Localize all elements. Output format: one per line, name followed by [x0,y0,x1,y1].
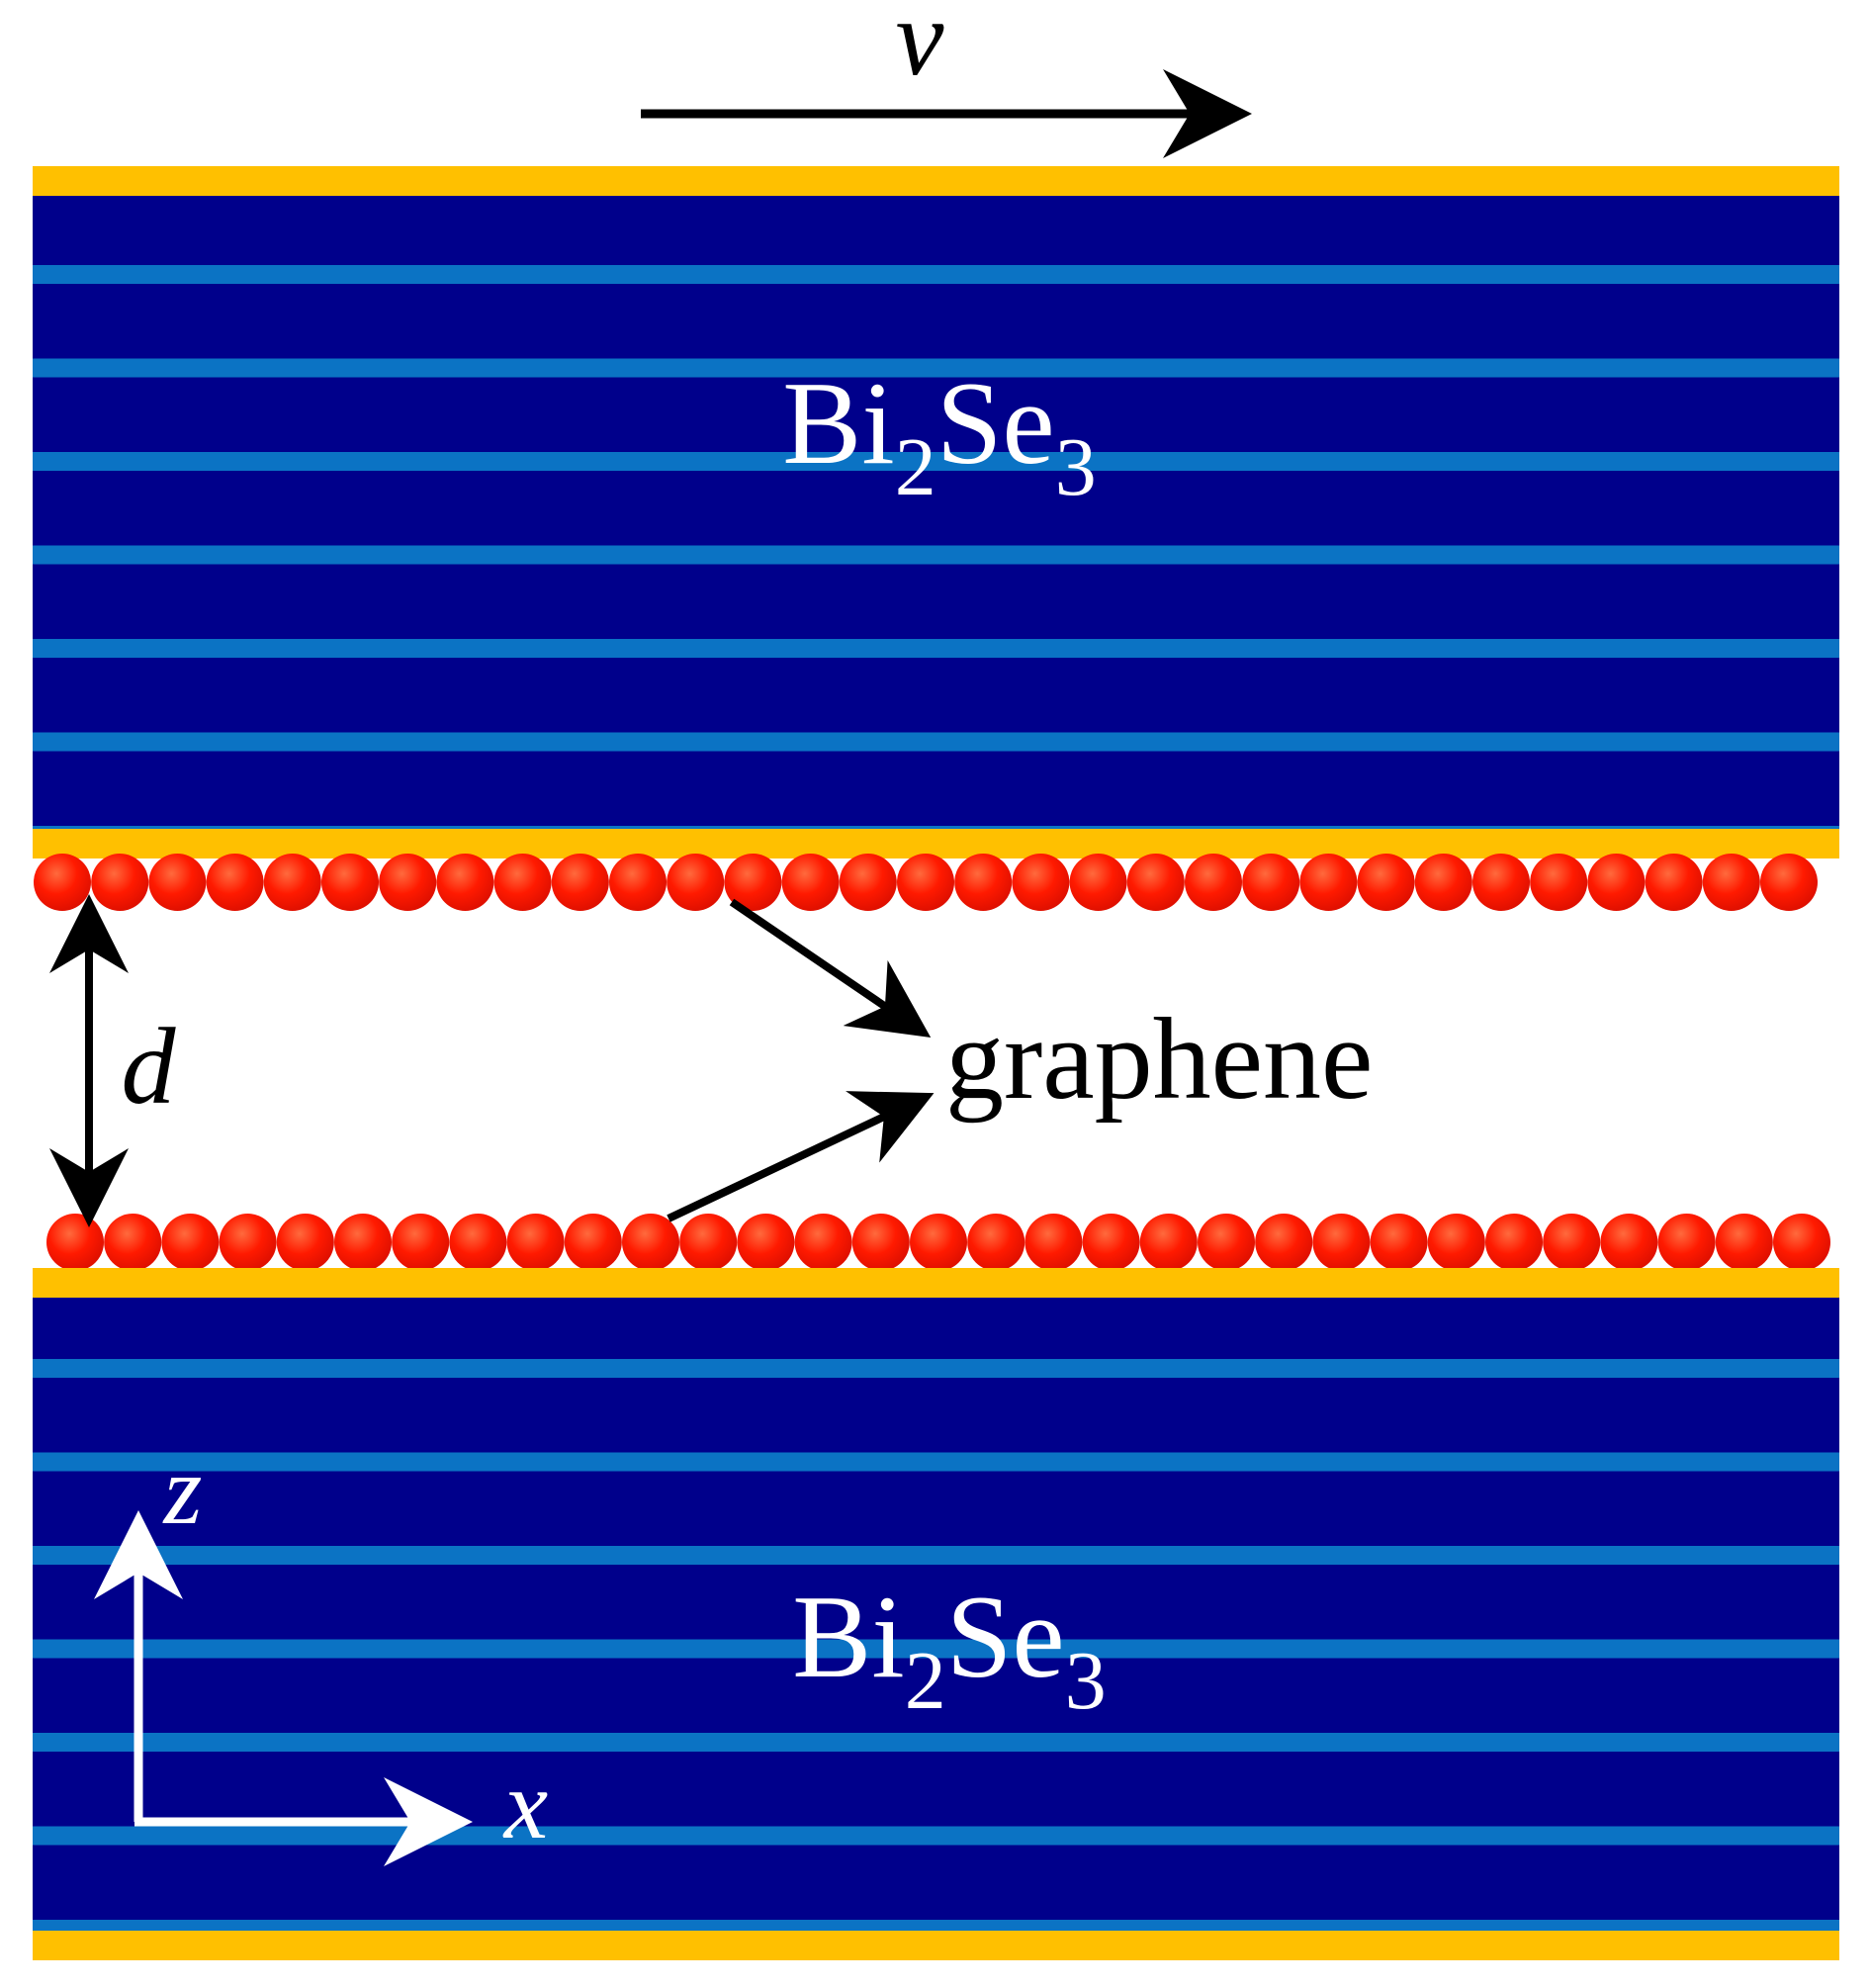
top-slab-body [33,196,1839,829]
graphene-atom [781,854,840,911]
velocity-label: v [896,0,944,98]
graphene-atom [679,1214,738,1271]
bottom-surface-layer [33,1931,1839,1960]
graphene-atom [1543,1214,1601,1271]
graphene-atom [276,1214,334,1271]
top-inner-surface-layer [33,829,1839,858]
graphene-atom [609,854,667,911]
graphene-atom [1139,1214,1198,1271]
slab-stripe [33,732,1839,752]
slab-stripe [33,1639,1839,1659]
graphene-atom [1198,1214,1255,1271]
graphene-atom [724,854,782,911]
graphene-atom [219,1214,277,1271]
slab-stripe [33,545,1839,565]
graphene-atom [794,1214,852,1271]
graphene-atom [1773,1214,1830,1271]
graphene-atom [436,854,494,911]
graphene-atom [1600,1214,1658,1271]
graphene-atom [392,1214,450,1271]
graphene-atom [954,854,1013,911]
separation-label: d [122,1006,177,1127]
graphene-atom [667,854,725,911]
graphene-atom [506,1214,565,1271]
graphene-atom [161,1214,220,1271]
graphene-atom [493,854,552,911]
slab-stripe [33,265,1839,284]
bottom-slab [33,1268,1839,1960]
graphene-sheet-top [34,854,1818,911]
graphene-label: graphene [945,994,1373,1124]
axis-x-label: x [502,1750,548,1859]
graphene-atom [334,1214,392,1271]
graphene-atom [206,854,264,911]
graphene-atom [91,854,149,911]
graphene-atom [1645,854,1703,911]
graphene-pointer-arrows [667,898,935,1222]
graphene-atom [1069,854,1127,911]
graphene-atom [1657,1214,1716,1271]
slab-stripe [33,1546,1839,1565]
graphene-atom [737,1214,795,1271]
graphene-atom [1702,854,1760,911]
slab-stripe [33,1359,1839,1378]
graphene-atom [1760,854,1818,911]
graphene-atom [1255,1214,1313,1271]
graphene-atom [46,1214,104,1271]
top-slab [33,166,1839,858]
graphene-atom [34,854,91,911]
graphene-atom [1012,854,1070,911]
axis-arrows [94,1510,473,1866]
slab-stripe [33,452,1839,471]
graphene-atom [910,1214,967,1271]
graphene-atom [104,1214,162,1271]
bottom-slab-stripes [33,1359,1839,1939]
graphene-atom [379,854,437,911]
axis-z-label: z [162,1435,203,1545]
slab-stripe [33,639,1839,658]
graphene-atom [897,854,954,911]
graphene-atom [967,1214,1025,1271]
graphene-atom [1299,854,1358,911]
graphene-atom [1587,854,1646,911]
bottom-inner-surface-layer [33,1268,1839,1298]
graphene-atom [321,854,379,911]
graphene-atom [148,854,207,911]
graphene-atom [551,854,609,911]
graphene-sheet-bottom [46,1214,1830,1271]
graphene-atom [1357,854,1415,911]
graphene-atom [622,1214,679,1271]
slab-stripe [33,358,1839,378]
graphene-atom [851,1214,910,1271]
graphene-atom [263,854,321,911]
slab-stripe [33,1452,1839,1472]
graphene-atom [1472,854,1530,911]
graphene-atom [1485,1214,1543,1271]
graphene-atom [1126,854,1185,911]
slab-stripe [33,1733,1839,1752]
graphene-atom [1082,1214,1140,1271]
graphene-atom [1312,1214,1371,1271]
graphene-atom [1185,854,1242,911]
graphene-atom [839,854,897,911]
graphene-atom [1427,1214,1485,1271]
graphene-atom [1242,854,1300,911]
bottom-material-label: Bi2Se3 [792,1571,1106,1727]
graphene-atom [1715,1214,1773,1271]
graphene-atom [1370,1214,1428,1271]
top-surface-layer [33,166,1839,196]
top-material-label: Bi2Se3 [782,357,1096,513]
graphene-atom [564,1214,622,1271]
graphene-atom [1414,854,1472,911]
graphene-atom [449,1214,507,1271]
slab-stripe [33,1826,1839,1846]
graphene-atom [1530,854,1588,911]
graphene-atom [1024,1214,1083,1271]
